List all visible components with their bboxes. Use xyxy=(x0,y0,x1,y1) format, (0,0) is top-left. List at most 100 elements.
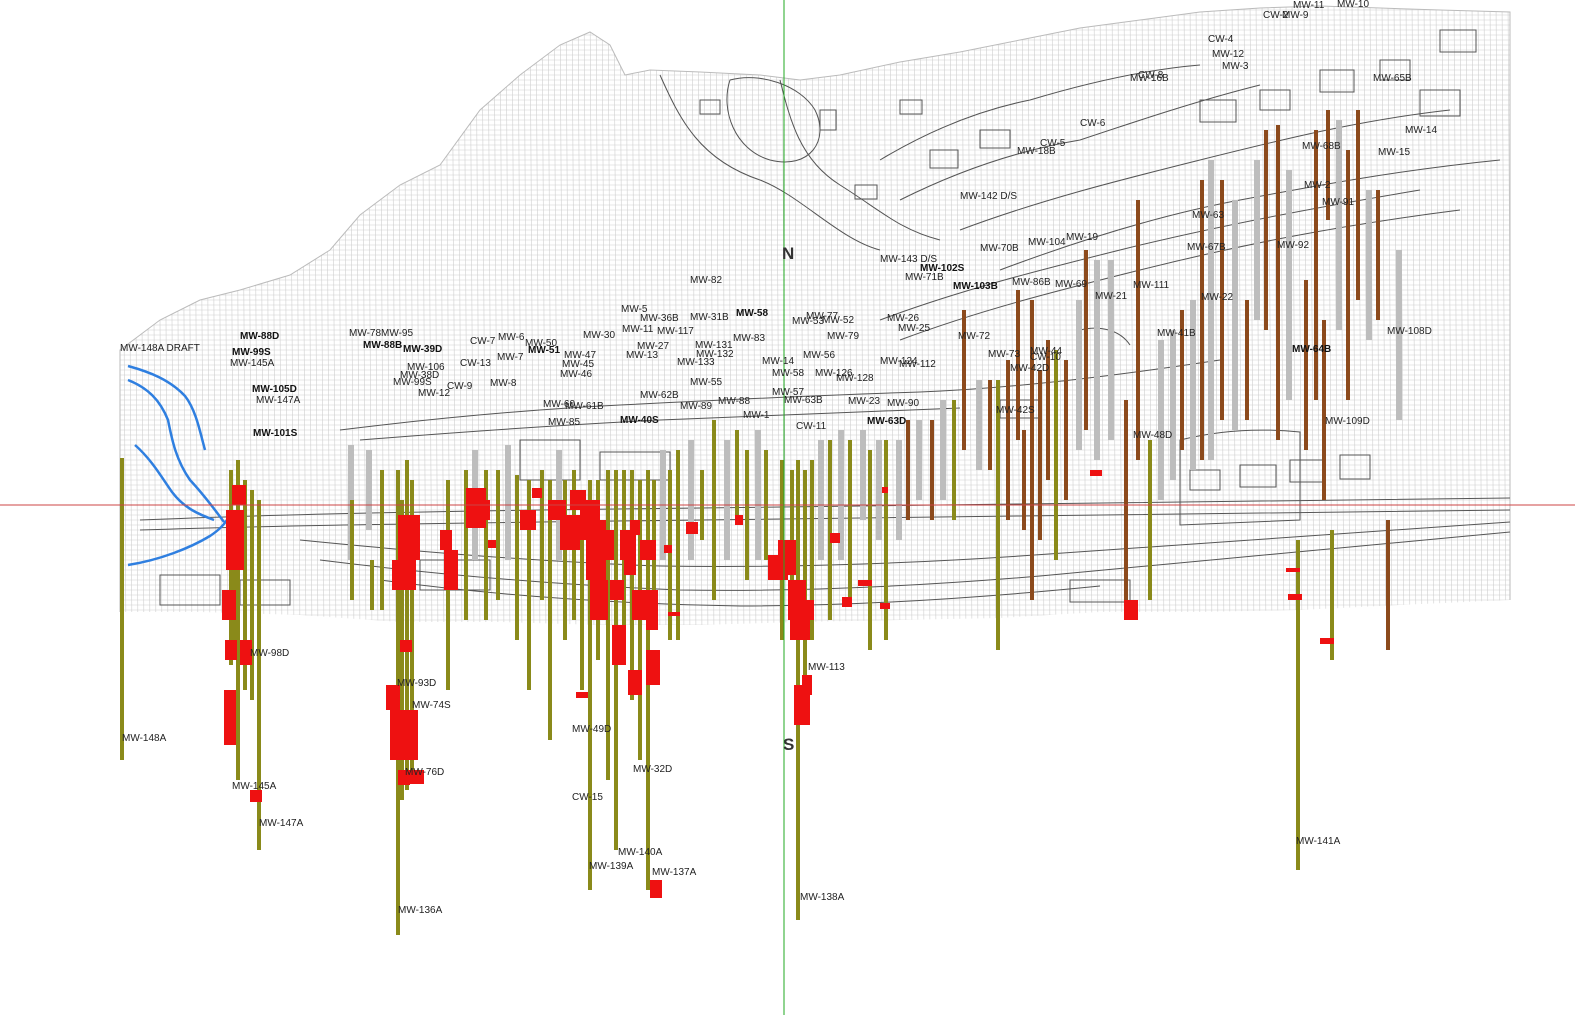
well-column xyxy=(1084,250,1088,430)
well-label: MW-126 xyxy=(815,368,853,379)
well-label: MW-140A xyxy=(618,847,663,858)
contamination-segment xyxy=(646,650,660,685)
well-label: MW-128 xyxy=(836,373,874,384)
well-label: MW-106 xyxy=(407,362,445,373)
well-label: MW-108D xyxy=(1387,326,1432,337)
contamination-segment xyxy=(610,580,624,600)
contamination-segment xyxy=(600,530,614,560)
well-column xyxy=(952,400,956,520)
well-label: MW-64B xyxy=(1292,344,1331,355)
well-column xyxy=(1245,300,1249,420)
well-column xyxy=(1200,180,1204,460)
contamination-segment xyxy=(225,640,237,660)
well-column xyxy=(1336,120,1342,330)
well-label: MW-63 xyxy=(1192,210,1224,221)
well-label: CW-10 xyxy=(1030,352,1061,363)
contamination-segment xyxy=(664,545,672,553)
well-column xyxy=(250,490,254,700)
well-column xyxy=(1016,290,1020,440)
contamination-segment xyxy=(640,540,656,560)
contamination-segment xyxy=(612,625,626,665)
contamination-segment xyxy=(630,520,640,535)
well-label: MW-111 xyxy=(1133,280,1170,291)
contamination-segment xyxy=(488,540,496,548)
well-label: MW-25 xyxy=(898,323,930,334)
well-column xyxy=(1232,200,1238,430)
well-column xyxy=(380,470,384,610)
well-column xyxy=(988,380,992,470)
contamination-segment xyxy=(444,550,458,590)
well-column xyxy=(540,470,544,600)
well-column xyxy=(712,420,716,600)
well-label: MW-14 xyxy=(1405,125,1437,136)
well-label: MW-102S xyxy=(920,263,965,274)
well-column xyxy=(366,450,372,530)
well-label: MW-44 xyxy=(1030,346,1062,357)
well-label: MW-52 xyxy=(822,315,854,326)
contamination-segment xyxy=(224,690,236,745)
well-label: MW-15 xyxy=(1378,147,1410,158)
well-column xyxy=(996,380,1000,650)
well-label: MW-141A xyxy=(1296,836,1341,847)
well-label: MW-55 xyxy=(690,377,722,388)
well-column xyxy=(976,380,982,470)
well-column xyxy=(1346,150,1350,400)
well-label: MW-112 xyxy=(899,359,936,370)
contamination-segment xyxy=(858,580,872,586)
well-label: MW-40S xyxy=(620,415,659,426)
well-label: MW-78 xyxy=(349,328,381,339)
well-label: CW-7 xyxy=(470,336,496,347)
well-label: MW-148A DRAFT xyxy=(120,343,200,354)
contamination-segment xyxy=(532,488,542,498)
well-column xyxy=(1054,350,1058,560)
well-label: MW-109D xyxy=(1325,416,1370,427)
well-column xyxy=(1064,360,1068,500)
well-column xyxy=(676,450,680,640)
contamination-segment xyxy=(398,515,420,560)
well-column xyxy=(1264,130,1268,330)
well-label: MW-2 xyxy=(1304,180,1331,191)
contamination-segment xyxy=(410,770,424,784)
well-label: MW-10 xyxy=(1337,0,1369,10)
contamination-segment xyxy=(842,597,852,607)
well-label: MW-70B xyxy=(980,243,1019,254)
well-label: MW-93D xyxy=(397,678,436,689)
well-column xyxy=(1136,200,1140,460)
well-column xyxy=(1254,160,1260,320)
well-column xyxy=(1220,180,1224,420)
contamination-segment xyxy=(560,515,580,550)
contamination-segment xyxy=(686,522,698,534)
terrain-outline xyxy=(119,5,1511,612)
well-label: MW-74S xyxy=(412,700,451,711)
well-column xyxy=(405,460,409,790)
well-label: MW-99S xyxy=(393,377,432,388)
well-label: MW-47 xyxy=(564,350,596,361)
well-label: MW-9 xyxy=(1282,10,1309,21)
well-label: MW-138A xyxy=(800,892,845,903)
well-column xyxy=(1038,370,1042,540)
well-label: MW-139A xyxy=(589,861,634,872)
contamination-segment xyxy=(735,515,743,525)
contamination-segment xyxy=(390,710,418,760)
well-label: MW-6 xyxy=(498,332,525,343)
contamination-segment xyxy=(830,533,840,543)
basemap-linework xyxy=(139,29,1511,607)
well-column xyxy=(1170,330,1176,480)
well-label: MW-67B xyxy=(1187,242,1226,253)
well-column xyxy=(668,470,672,640)
well-label: MW-92 xyxy=(1277,240,1309,251)
well-column xyxy=(1148,440,1152,600)
well-label: MW-133 xyxy=(677,357,715,368)
well-label: MW-21 xyxy=(1095,291,1127,302)
well-label: MW-18B xyxy=(1017,146,1056,157)
well-column xyxy=(1396,250,1402,420)
well-label: MW-32D xyxy=(633,764,672,775)
well-column xyxy=(1158,340,1164,500)
well-label: MW-137A xyxy=(652,867,697,878)
well-label: MW-5 xyxy=(621,304,648,315)
well-column xyxy=(1046,340,1050,480)
well-label: MW-147A xyxy=(256,395,301,406)
well-label: MW-23 xyxy=(848,396,880,407)
well-column xyxy=(755,430,761,560)
